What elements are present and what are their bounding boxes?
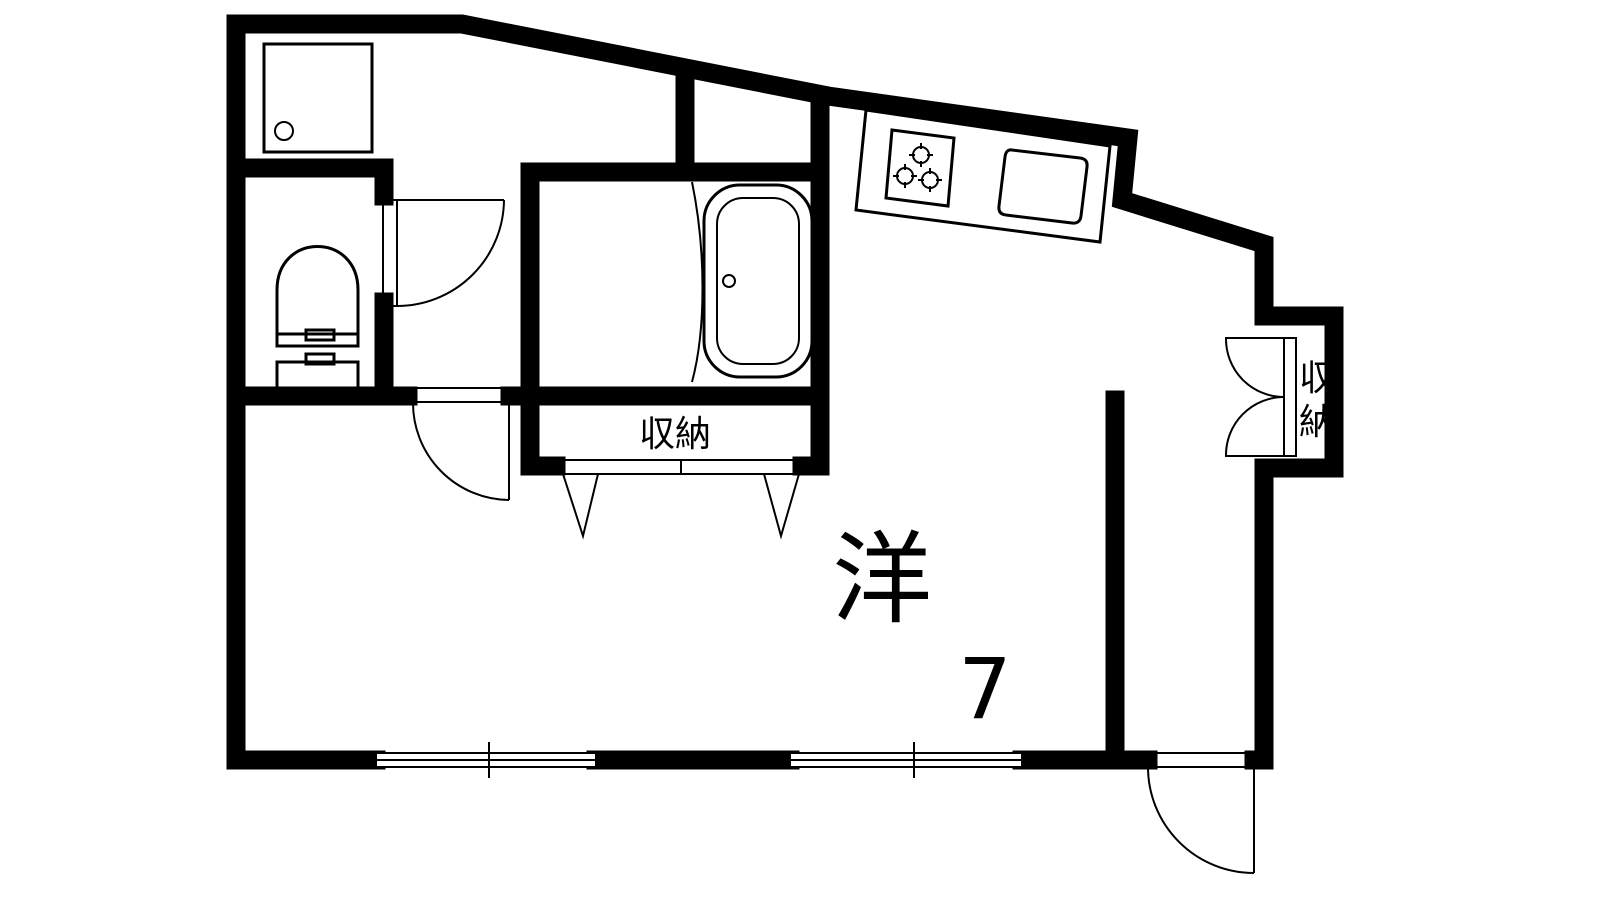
closet-door-right-swing xyxy=(763,473,800,540)
toilet-door-leaf xyxy=(396,199,504,306)
wall-top xyxy=(226,14,1274,326)
entrance-door-frame xyxy=(1147,752,1255,768)
window-left xyxy=(375,742,597,778)
center-closet: 収納 xyxy=(559,414,803,540)
bath-wall-curve xyxy=(691,181,704,383)
entrance-door-leaf xyxy=(1148,766,1255,873)
center-closet-label: 収納 xyxy=(639,414,711,455)
toilet xyxy=(275,245,360,390)
inner-walls xyxy=(226,68,1125,760)
bathtub-inner xyxy=(716,197,800,365)
bathtub-drain xyxy=(722,274,736,288)
hall-door-frame xyxy=(412,387,510,403)
bathtub xyxy=(691,181,814,383)
toilet-bowl xyxy=(275,245,360,336)
toilet-door-frame xyxy=(382,199,398,307)
side-closet-label-line2: 納 xyxy=(1299,402,1335,443)
stove-burner-right xyxy=(918,168,942,192)
entrance-door xyxy=(1147,752,1255,874)
side-closet: 収 納 xyxy=(1224,337,1335,457)
side-closet-label-line1: 収 xyxy=(1299,358,1335,399)
kitchen-counter-outline xyxy=(854,108,1112,244)
washing-machine-space xyxy=(262,42,374,154)
bathtub-outer xyxy=(702,183,814,379)
main-room-type-label: 洋 xyxy=(832,521,932,638)
washer-pan xyxy=(262,42,374,154)
toilet-door xyxy=(382,199,505,307)
hall-door xyxy=(411,387,510,501)
toilet-pipe xyxy=(304,352,336,366)
kitchen-counter xyxy=(854,108,1112,244)
toilet-base xyxy=(275,334,360,348)
toilet-tank xyxy=(275,360,360,390)
hall-door-swing xyxy=(411,401,510,501)
toilet-door-swing xyxy=(396,199,505,307)
side-closet-door-bottom xyxy=(1224,396,1285,457)
wall-washroom-bottom xyxy=(226,158,394,206)
entrance-door-swing xyxy=(1147,766,1255,874)
side-closet-door-frame xyxy=(1283,337,1297,457)
main-room-size-label: 7 xyxy=(958,640,1011,738)
washer-drain xyxy=(274,121,294,141)
side-closet-door-top xyxy=(1224,337,1285,398)
toilet-seat-hinge xyxy=(304,328,336,342)
closet-door-left-swing xyxy=(562,473,599,540)
hall-door-leaf xyxy=(413,401,510,500)
wall-closet-bump xyxy=(1254,306,1344,770)
stove-burner-top xyxy=(909,143,933,167)
window-right xyxy=(789,742,1023,778)
stove-outline xyxy=(884,128,956,208)
kitchen-sink xyxy=(997,148,1089,225)
stove-burner-left xyxy=(893,164,917,188)
